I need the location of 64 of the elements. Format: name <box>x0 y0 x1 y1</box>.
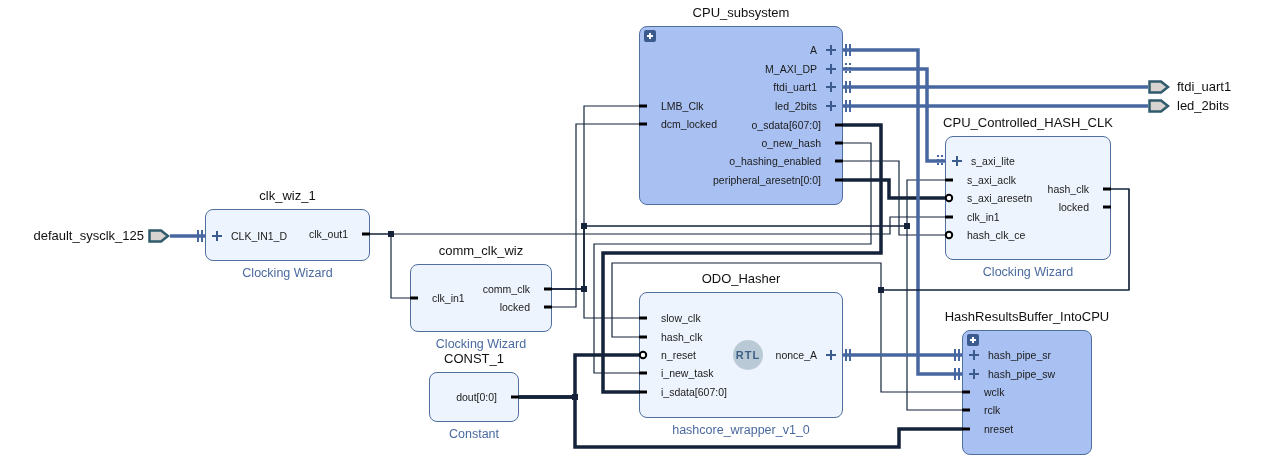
block-type-label: Clocking Wizard <box>982 265 1074 279</box>
port-label: o_new_hash <box>761 136 843 150</box>
port-label: hash_pipe_sw <box>962 367 1056 381</box>
bus-wire <box>843 178 945 200</box>
port-label: nreset <box>962 422 1014 436</box>
port-label: clk_out1 <box>308 227 370 241</box>
interface-connection <box>843 67 945 163</box>
block-title: CPU_subsystem <box>692 5 790 20</box>
block-type-label: Clocking Wizard <box>435 337 527 351</box>
port-label: LMB_Clk <box>639 99 704 113</box>
port-label: o_sdata[607:0] <box>751 118 843 132</box>
interface-connection <box>843 104 1148 108</box>
port-label: locked <box>499 300 552 314</box>
port-label: led_2bits <box>774 99 843 113</box>
block-type-label: Clocking Wizard <box>242 266 333 280</box>
block-title: CPU_Controlled_HASH_CLK <box>943 115 1113 130</box>
port-label: dcm_locked <box>639 117 718 131</box>
block-title: comm_clk_wiz <box>438 243 524 258</box>
port-label: A <box>810 43 843 57</box>
port-label: s_axi_aclk <box>945 173 1017 187</box>
port-label: clk_in1 <box>945 210 1000 224</box>
wire <box>880 188 1130 393</box>
port-label: o_hashing_enabled <box>729 154 843 168</box>
port-label: peripheral_aresetn[0:0] <box>713 173 843 187</box>
port-label: i_sdata[607:0] <box>639 385 727 399</box>
port-name: ftdi_uart1 <box>1177 79 1232 94</box>
port-label: locked <box>1058 200 1111 214</box>
wire <box>551 123 640 308</box>
interface-connection <box>843 48 962 376</box>
port-label: hash_pipe_sr <box>962 348 1052 362</box>
port-label: CLK_IN1_D <box>205 229 288 243</box>
port-label: slow_clk <box>639 311 701 325</box>
port-label: n_reset <box>639 348 697 362</box>
port-label: rclk <box>962 403 1001 417</box>
bus-wire <box>519 395 962 449</box>
interface-connection <box>843 85 1148 89</box>
interface-connection <box>843 353 962 357</box>
port-name: led_2bits <box>1177 98 1230 113</box>
wire <box>369 216 946 235</box>
port-label: M_AXI_DP <box>765 62 843 76</box>
port-label: i_new_task <box>639 366 714 380</box>
port-label: s_axi_aresetn <box>945 191 1033 205</box>
bus-wire <box>601 123 883 394</box>
block-title: CONST_1 <box>444 351 504 366</box>
port-label: ftdi_uart1 <box>773 80 843 94</box>
block-title: ODO_Hasher <box>701 271 781 286</box>
block-title: HashResultsBuffer_IntoCPU <box>944 309 1110 324</box>
port-label: wclk <box>962 385 1005 399</box>
block-type-label: hashcore_wrapper_v1_0 <box>672 423 810 437</box>
port-label: clk_in1 <box>410 291 465 305</box>
port-label: hash_clk <box>1047 182 1111 196</box>
port-label: dout[0:0] <box>456 390 519 404</box>
port-label: hash_clk <box>639 330 703 344</box>
port-label: s_axi_lite <box>945 154 1015 168</box>
wire <box>842 160 946 236</box>
block-type-label: Constant <box>449 427 499 441</box>
port-label: comm_clk <box>482 282 552 296</box>
wire <box>593 142 872 374</box>
port-label: hash_clk_ce <box>945 228 1026 242</box>
interface-connection <box>170 234 205 238</box>
port-name: default_sysclk_125 <box>33 228 144 243</box>
wire <box>551 225 963 411</box>
block-title: clk_wiz_1 <box>259 188 316 203</box>
port-label: nonce_A <box>775 348 843 362</box>
